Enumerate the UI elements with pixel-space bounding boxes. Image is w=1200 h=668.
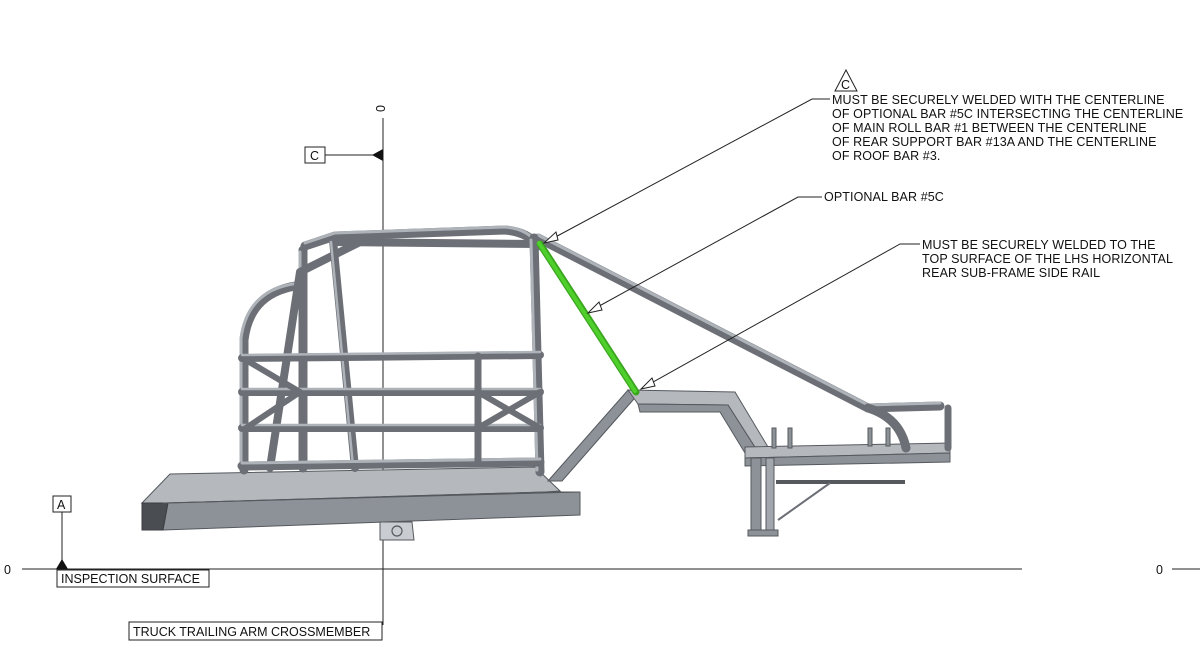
front-floor-frame — [140, 466, 581, 531]
delta-triangle-icon — [834, 68, 858, 92]
reference-lines — [22, 118, 1200, 625]
zero-vertical-label: 0 — [374, 105, 388, 112]
datum-c: C — [304, 146, 383, 164]
weld-note-marker: C — [834, 68, 858, 92]
weld-centerline-note-line-5: OF ROOF BAR #3. — [832, 149, 940, 163]
weld-surface-note-line-3: REAR SUB-FRAME SIDE RAIL — [922, 266, 1100, 280]
weld-centerline-note: MUST BE SECURELY WELDED WITH THE CENTERL… — [832, 93, 1183, 163]
truck-crossmember-tag: TRUCK TRAILING ARM CROSSMEMBER — [128, 621, 383, 641]
optional-bar-label: OPTIONAL BAR #5C — [824, 190, 944, 204]
weld-centerline-note-line-3: OF MAIN ROLL BAR #1 BETWEEN THE CENTERLI… — [832, 121, 1147, 135]
leader-arrow-icon — [639, 377, 656, 390]
weld-centerline-note-line-1: MUST BE SECURELY WELDED WITH THE CENTERL… — [832, 93, 1165, 107]
crossmember-bracket — [379, 521, 415, 541]
inspection-surface-label: INSPECTION SURFACE — [61, 572, 200, 586]
optional-bar-5c — [536, 240, 640, 396]
datum-a-letter: A — [57, 498, 66, 512]
leader-arrow-icon — [542, 231, 559, 244]
truck-crossmember-label: TRUCK TRAILING ARM CROSSMEMBER — [133, 625, 370, 639]
rear-sub-frame — [546, 389, 951, 537]
weld-surface-note: MUST BE SECURELY WELDED TO THE TOP SURFA… — [922, 238, 1173, 280]
weld-surface-note-line-2: TOP SURFACE OF THE LHS HORIZONTAL — [922, 252, 1173, 266]
zero-left-label: 0 — [4, 563, 11, 577]
weld-surface-note-line-1: MUST BE SECURELY WELDED TO THE — [922, 238, 1156, 252]
weld-note-marker-letter: C — [841, 78, 850, 92]
datum-a-triangle-icon — [56, 559, 68, 569]
leader-arrow-icon — [586, 301, 603, 314]
datum-c-letter: C — [310, 149, 319, 163]
datum-a: A — [52, 495, 72, 569]
zero-right-label: 0 — [1156, 563, 1163, 577]
callout-leaders — [542, 98, 920, 390]
inspection-surface-tag: INSPECTION SURFACE — [56, 569, 210, 588]
weld-centerline-note-line-4: OF REAR SUPPORT BAR #13A AND THE CENTERL… — [832, 135, 1157, 149]
weld-centerline-note-line-2: OF OPTIONAL BAR #5C INTERSECTING THE CEN… — [832, 107, 1183, 121]
datum-c-triangle-icon — [372, 149, 383, 161]
roll-cage-tubes — [237, 225, 952, 477]
